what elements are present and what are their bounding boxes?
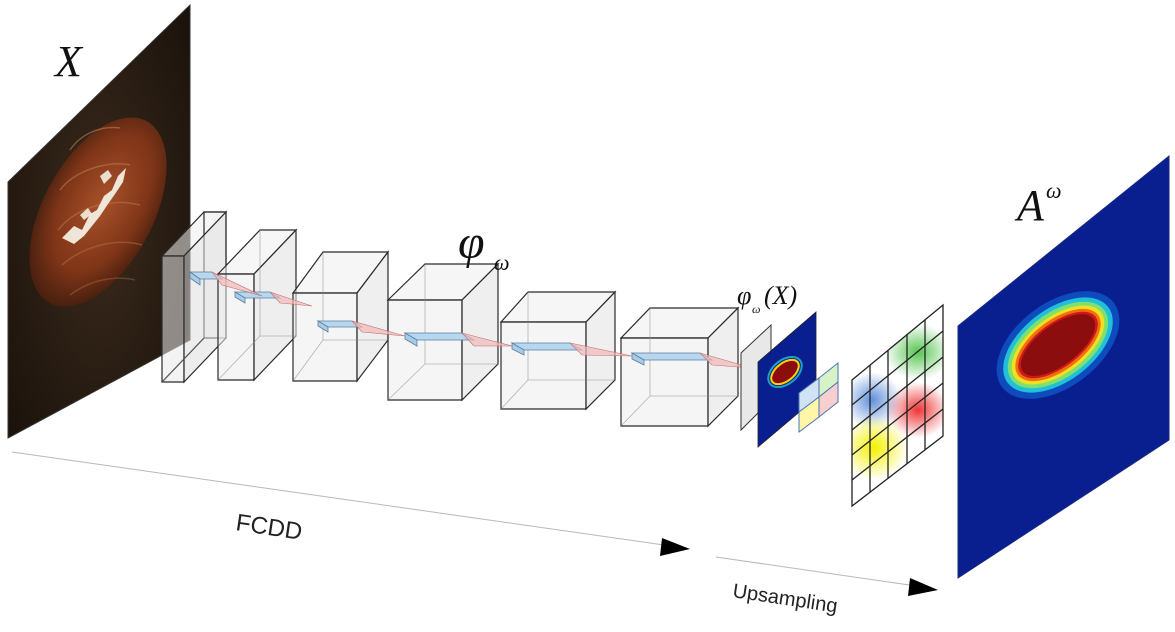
hazelnut-image bbox=[29, 117, 167, 307]
heatmap-blob bbox=[996, 291, 1120, 399]
upsampling-label: Upsampling bbox=[731, 580, 839, 617]
conv-layer-2 bbox=[216, 228, 298, 382]
heatmap-label: A bbox=[1014, 181, 1045, 230]
conv-filters bbox=[188, 271, 714, 366]
network-label: φ bbox=[458, 216, 485, 269]
upsampling-grid bbox=[851, 303, 944, 508]
conv-layer-4 bbox=[386, 262, 500, 402]
anomaly-heatmap: A ω bbox=[957, 154, 1170, 579]
network-subscript: ω bbox=[494, 250, 510, 275]
output-subscript: ω bbox=[752, 302, 760, 316]
heatmap-superscript: ω bbox=[1046, 178, 1062, 203]
output-argument: (X) bbox=[764, 281, 797, 310]
input-image-panel: X bbox=[7, 3, 191, 439]
upsample-kernel-tile bbox=[798, 361, 839, 433]
output-feature-map: φ ω (X) bbox=[737, 281, 817, 448]
cnn-network bbox=[160, 210, 740, 428]
fcdd-arrow: FCDD bbox=[11, 451, 690, 556]
input-label: X bbox=[53, 37, 84, 86]
upsampling-arrow: Upsampling bbox=[715, 556, 938, 618]
fcdd-label: FCDD bbox=[234, 509, 304, 546]
output-label: φ bbox=[737, 281, 751, 310]
cube-hidden-edges bbox=[161, 230, 738, 427]
conv-kernels bbox=[211, 271, 753, 369]
